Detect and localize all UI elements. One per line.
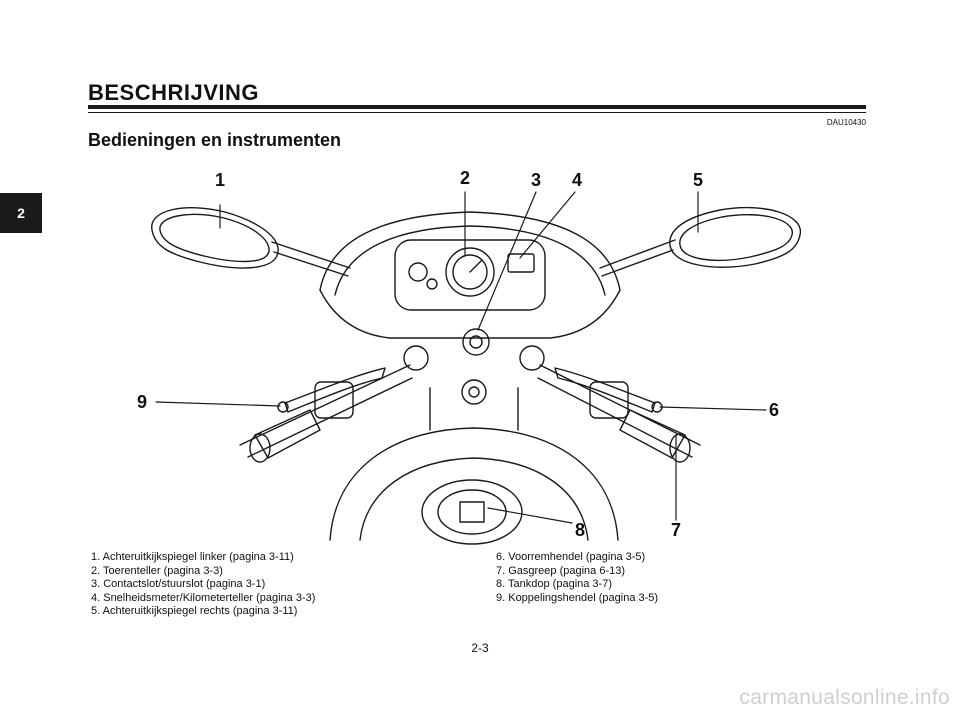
chapter-title: BESCHRIJVING xyxy=(88,80,260,105)
caption-list-left: 1. Achteruitkijkspiegel linker (pagina 3… xyxy=(91,551,315,619)
chapter-tab: 2 xyxy=(0,193,42,233)
instrument-cluster xyxy=(394,239,546,311)
ignition-switch xyxy=(462,328,490,356)
caption-item: 8. Tankdop (pagina 3-7) xyxy=(496,578,612,590)
callout-6: 6 xyxy=(769,400,779,420)
section-title: Bedieningen en instrumenten xyxy=(88,130,342,150)
callout-5: 5 xyxy=(693,170,703,190)
handlebar xyxy=(239,345,701,458)
caption-item: 6. Voorremhendel (pagina 3-5) xyxy=(496,551,646,563)
left-grip xyxy=(249,381,354,463)
watermark: carmanualsonline.info xyxy=(739,686,950,709)
caption-item: 3. Contactslot/stuurslot (pagina 3-1) xyxy=(91,578,266,590)
caption-item: 1. Achteruitkijkspiegel linker (pagina 3… xyxy=(91,551,294,563)
caption-item: 2. Toerenteller (pagina 3-3) xyxy=(91,564,223,577)
callout-4: 4 xyxy=(572,170,582,190)
header-rule-thin xyxy=(88,112,866,113)
callout-9: 9 xyxy=(137,392,147,412)
callout-8: 8 xyxy=(575,520,585,540)
right-mirror xyxy=(599,206,801,277)
callout-3: 3 xyxy=(531,170,541,190)
fuel-tank xyxy=(329,427,619,545)
caption-item: 7. Gasgreep (pagina 6-13) xyxy=(496,564,626,577)
page-number: 2-3 xyxy=(471,641,489,655)
front-brake-lever xyxy=(554,367,663,413)
left-mirror xyxy=(151,206,351,277)
front-cowl xyxy=(319,211,621,339)
steering-stem xyxy=(429,379,519,431)
header-rule-thick xyxy=(88,105,866,109)
motorcycle-controls-diagram: 1 2 3 4 5 6 7 8 9 xyxy=(137,168,801,545)
caption-item: 5. Achteruitkijkspiegel rechts (pagina 3… xyxy=(91,605,298,617)
caption-item: 9. Koppelingshendel (pagina 3-5) xyxy=(496,591,659,604)
callout-2: 2 xyxy=(460,168,470,188)
caption-item: 4. Snelheidsmeter/Kilometerteller (pagin… xyxy=(91,591,316,604)
callout-7: 7 xyxy=(671,520,681,540)
callout-1: 1 xyxy=(215,170,225,190)
caption-list-right: 6. Voorremhendel (pagina 3-5) 7. Gasgree… xyxy=(496,551,658,605)
reference-code: DAU10430 xyxy=(826,118,866,127)
clutch-lever xyxy=(277,367,386,413)
leader-lines xyxy=(155,191,767,524)
